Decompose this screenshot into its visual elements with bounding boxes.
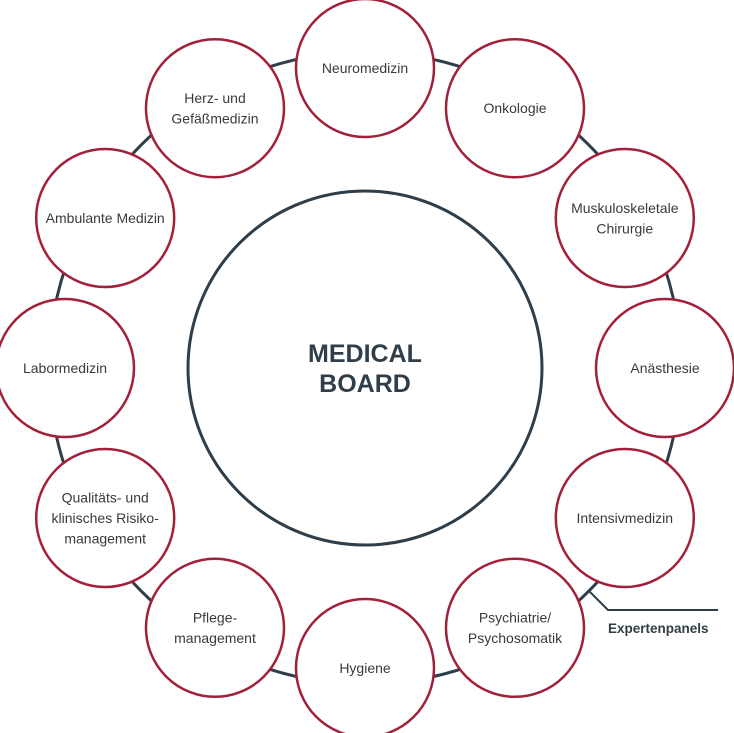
node-label-qualitaetsmanagement-2: klinisches Risiko- bbox=[52, 510, 160, 526]
node-circle-psychiatrie bbox=[444, 557, 586, 699]
expert-panels-label: Expertenpanels bbox=[608, 621, 709, 636]
medical-board-title-line1: MEDICAL bbox=[308, 340, 422, 368]
node-label-herz-gefaessmedizin-1: Herz- und bbox=[184, 90, 245, 106]
node-circle-labormedizin bbox=[0, 297, 136, 439]
node-label-labormedizin-1: Labormedizin bbox=[23, 360, 107, 376]
node-circle-hygiene bbox=[294, 597, 436, 733]
node-label-anaesthesie-1: Anästhesie bbox=[630, 360, 699, 376]
node-pflegemanagement: Pflege-management bbox=[144, 557, 286, 699]
node-onkologie: Onkologie bbox=[444, 37, 586, 179]
node-circle-intensivmedizin bbox=[554, 447, 696, 589]
expert-panels-leader-line bbox=[587, 589, 718, 611]
node-label-intensivmedizin-1: Intensivmedizin bbox=[577, 510, 674, 526]
node-circle-pflegemanagement bbox=[144, 557, 286, 699]
node-neuromedizin: Neuromedizin bbox=[294, 0, 436, 139]
node-label-muskuloskeletale-chirurgie-1: Muskuloskeletale bbox=[571, 200, 679, 216]
node-circle-qualitaetsmanagement bbox=[34, 447, 176, 589]
node-anaesthesie: Anästhesie bbox=[594, 297, 734, 439]
node-label-hygiene-1: Hygiene bbox=[339, 660, 391, 676]
node-intensivmedizin: Intensivmedizin bbox=[554, 447, 696, 589]
node-label-herz-gefaessmedizin-2: Gefäßmedizin bbox=[171, 110, 258, 126]
node-labormedizin: Labormedizin bbox=[0, 297, 136, 439]
node-circle-herz-gefaessmedizin bbox=[144, 37, 286, 179]
medical-board-circle bbox=[186, 189, 544, 547]
node-label-psychiatrie-1: Psychiatrie/ bbox=[479, 610, 551, 626]
node-label-pflegemanagement-2: management bbox=[174, 630, 256, 646]
node-circle-muskuloskeletale-chirurgie bbox=[554, 147, 696, 289]
node-circle-anaesthesie bbox=[594, 297, 734, 439]
node-label-ambulante-medizin-1: Ambulante Medizin bbox=[46, 210, 165, 226]
node-circle-ambulante-medizin bbox=[34, 147, 176, 289]
node-label-pflegemanagement-1: Pflege- bbox=[193, 610, 238, 626]
node-hygiene: Hygiene bbox=[294, 597, 436, 733]
node-label-onkologie-1: Onkologie bbox=[483, 100, 546, 116]
node-label-psychiatrie-2: Psychosomatik bbox=[468, 630, 563, 646]
node-circle-neuromedizin bbox=[294, 0, 436, 139]
node-qualitaetsmanagement: Qualitäts- und klinisches Risiko-manageme… bbox=[34, 447, 176, 589]
node-label-qualitaetsmanagement-1: Qualitäts- und bbox=[62, 490, 149, 506]
node-psychiatrie: Psychiatrie/Psychosomatik bbox=[444, 557, 586, 699]
medical-board-title-line2: BOARD bbox=[319, 370, 411, 398]
node-ambulante-medizin: Ambulante Medizin bbox=[34, 147, 176, 289]
node-label-neuromedizin-1: Neuromedizin bbox=[322, 60, 408, 76]
node-label-muskuloskeletale-chirurgie-2: Chirurgie bbox=[596, 220, 653, 236]
node-circle-onkologie bbox=[444, 37, 586, 179]
node-label-qualitaetsmanagement-3: management bbox=[64, 531, 146, 547]
